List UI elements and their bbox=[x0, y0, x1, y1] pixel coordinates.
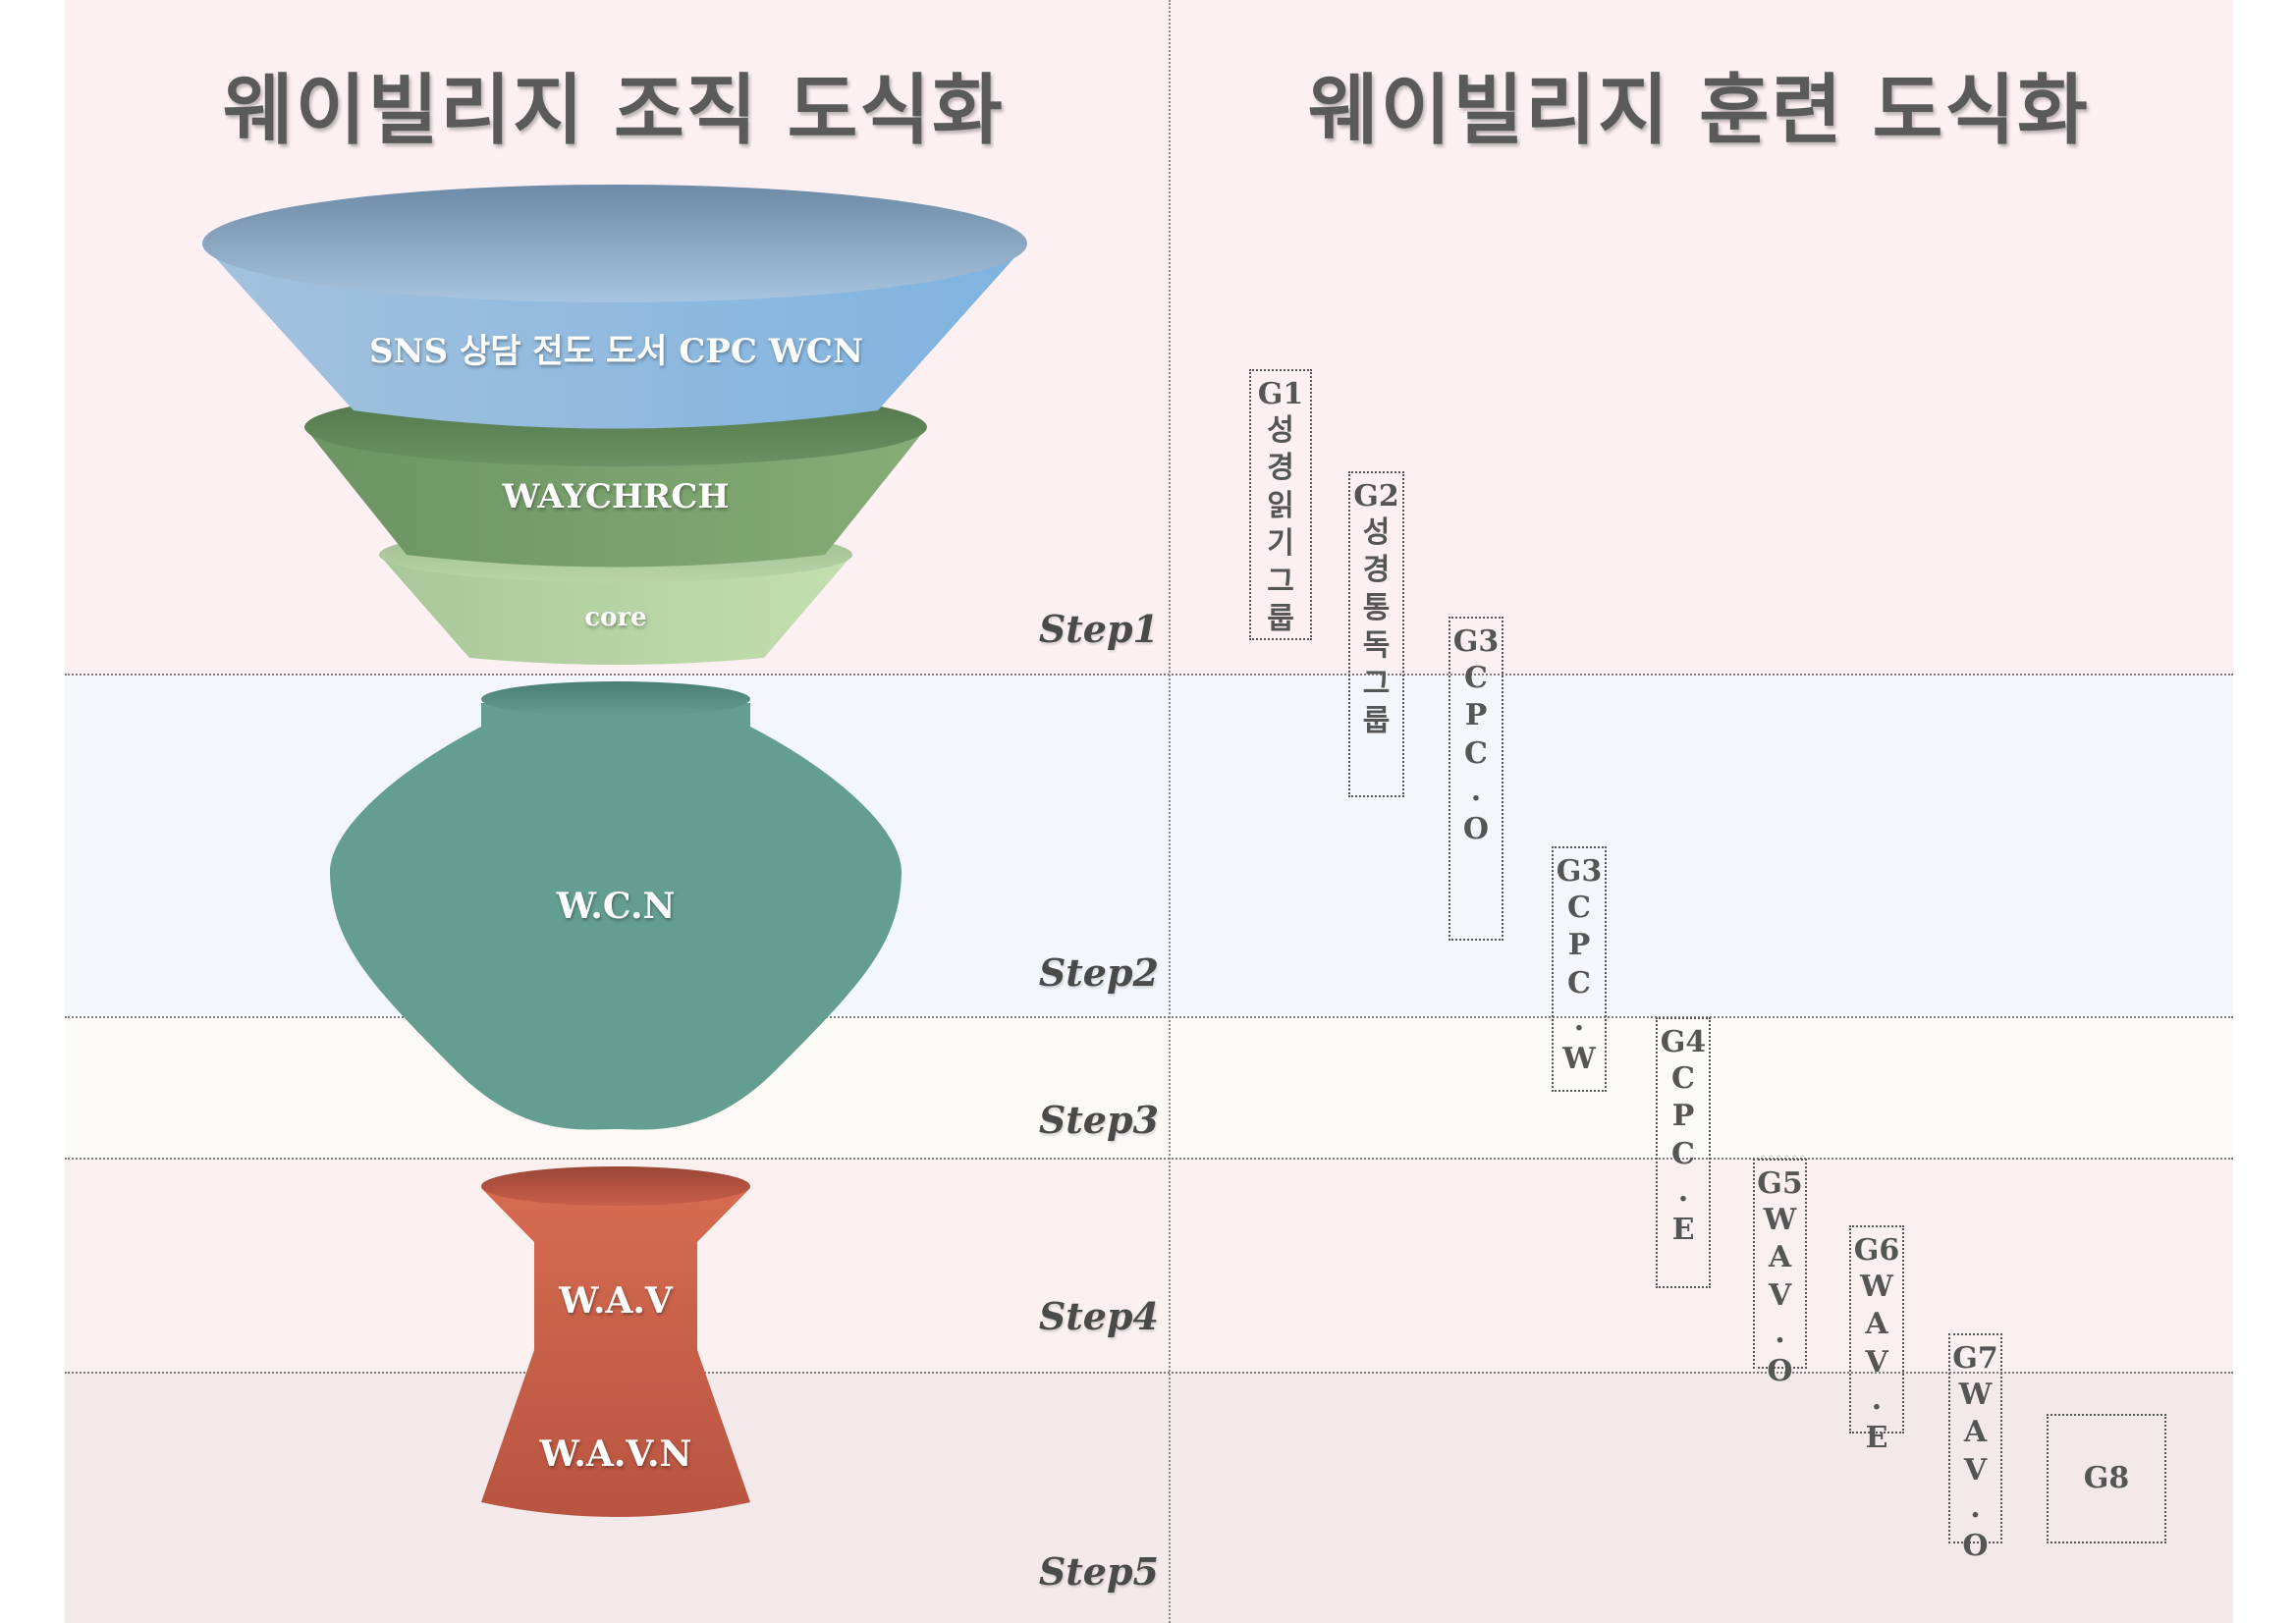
group-char: O bbox=[1962, 1528, 1989, 1563]
group-char: V bbox=[1865, 1344, 1888, 1380]
group-char: 그 bbox=[1267, 564, 1294, 599]
group-char: A bbox=[1865, 1307, 1888, 1342]
group-char: C bbox=[1567, 891, 1591, 925]
group-name: G5 bbox=[1757, 1166, 1803, 1201]
group-char: E bbox=[1865, 1420, 1888, 1455]
wcn-shape bbox=[329, 703, 902, 1130]
group-char: C bbox=[1567, 965, 1591, 1001]
core-label: core bbox=[584, 603, 647, 632]
left-title: 웨이빌리지 조직 도식화 bbox=[223, 67, 1005, 155]
top-funnel-label: SNS 상담 전도 도서 CPC WCN bbox=[369, 332, 864, 371]
group-char: C bbox=[1464, 661, 1488, 695]
wav-shape bbox=[481, 1188, 750, 1517]
group-char: 성 bbox=[1267, 413, 1294, 448]
core-shape bbox=[379, 555, 852, 665]
group-char: W bbox=[1860, 1270, 1893, 1304]
step-label-5: Step5 bbox=[1038, 1549, 1159, 1594]
group-char: 경 bbox=[1362, 553, 1391, 588]
group-char: C bbox=[1671, 1136, 1695, 1171]
group-char: . bbox=[1871, 1382, 1883, 1418]
step-label-2: Step2 bbox=[1038, 950, 1159, 995]
group-char: V bbox=[1768, 1277, 1792, 1313]
group-char: C bbox=[1671, 1061, 1695, 1096]
group-char: A bbox=[1768, 1240, 1792, 1275]
group-char: W bbox=[1958, 1378, 1993, 1412]
group-char: P bbox=[1671, 1099, 1695, 1134]
group-name: G2 bbox=[1353, 479, 1399, 514]
group-char: . bbox=[1470, 774, 1482, 809]
group-char: 기 bbox=[1267, 526, 1294, 562]
band-step4 bbox=[65, 1159, 2233, 1373]
right-title: 웨이빌리지 훈련 도식화 bbox=[1308, 67, 2090, 155]
group-char: 룹 bbox=[1362, 703, 1391, 738]
group-char: . bbox=[1775, 1316, 1785, 1351]
divider-step1 bbox=[65, 674, 2233, 676]
group-char: E bbox=[1671, 1212, 1695, 1247]
group-name: G8 bbox=[2083, 1461, 2130, 1495]
divider-step4 bbox=[65, 1372, 2233, 1374]
group-name: G4 bbox=[1660, 1025, 1707, 1059]
group-char: 경 bbox=[1267, 451, 1294, 486]
group-box-g8: G8 bbox=[2047, 1414, 2166, 1543]
band-step3 bbox=[65, 1017, 2233, 1159]
step-label-3: Step3 bbox=[1038, 1098, 1159, 1142]
wcn-label: W.C.N bbox=[556, 886, 676, 927]
wavn-label: W.A.V.N bbox=[539, 1434, 692, 1475]
group-name: G7 bbox=[1952, 1341, 1998, 1376]
group-char: 그 bbox=[1362, 666, 1391, 701]
divider-step2 bbox=[65, 1016, 2233, 1018]
step-label-1: Step1 bbox=[1038, 607, 1159, 651]
group-name: G3 bbox=[1452, 624, 1500, 659]
group-char: . bbox=[1677, 1174, 1689, 1210]
vertical-divider bbox=[1169, 0, 1171, 1623]
waychurch-shape bbox=[304, 427, 927, 568]
wav-label: W.A.V bbox=[559, 1280, 673, 1322]
group-char: P bbox=[1567, 928, 1591, 963]
group-name: G6 bbox=[1853, 1233, 1900, 1268]
group-char: 읽 bbox=[1267, 488, 1294, 523]
top-funnel-shape-top bbox=[202, 185, 1027, 302]
group-char: . bbox=[1970, 1490, 1981, 1526]
group-char: 룹 bbox=[1267, 601, 1294, 636]
group-char: O bbox=[1462, 811, 1490, 846]
waychurch-label: WAYCHRCH bbox=[502, 477, 730, 516]
group-char: A bbox=[1963, 1415, 1988, 1450]
divider-step3 bbox=[65, 1158, 2233, 1160]
band-step5 bbox=[65, 1373, 2233, 1623]
step-label-4: Step4 bbox=[1038, 1294, 1159, 1338]
group-char: V bbox=[1963, 1452, 1988, 1488]
wcn-shape-top bbox=[481, 681, 750, 717]
group-char: P bbox=[1464, 698, 1488, 733]
group-char: O bbox=[1767, 1353, 1793, 1388]
group-char: C bbox=[1464, 735, 1488, 771]
wav-shape-top bbox=[481, 1166, 750, 1206]
group-char: W bbox=[1763, 1203, 1797, 1237]
group-name: G3 bbox=[1556, 854, 1603, 889]
group-char: 성 bbox=[1362, 515, 1391, 550]
group-char: W bbox=[1562, 1041, 1596, 1076]
group-char: 독 bbox=[1362, 628, 1391, 664]
group-char: 통 bbox=[1362, 590, 1391, 625]
group-char: . bbox=[1573, 1003, 1585, 1039]
group-name: G1 bbox=[1257, 377, 1304, 411]
